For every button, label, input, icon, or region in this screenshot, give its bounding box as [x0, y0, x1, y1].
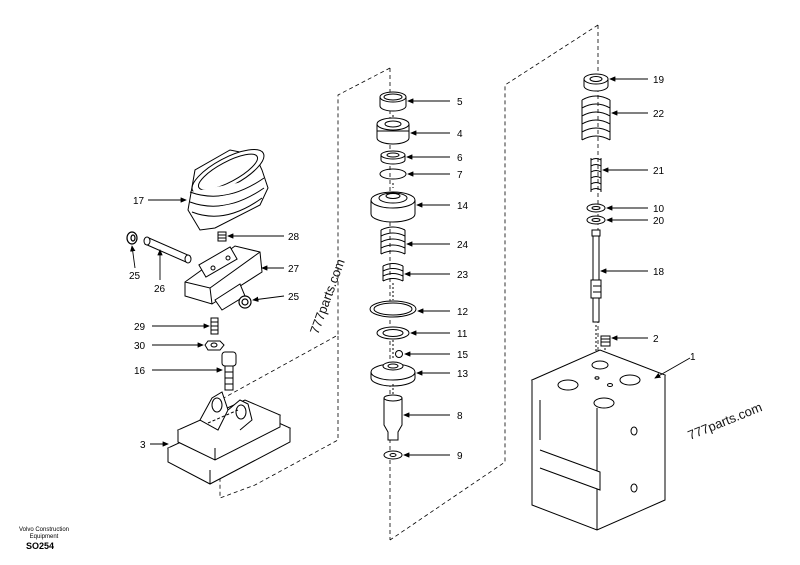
label-24: 24 — [457, 240, 469, 251]
label-16: 16 — [134, 366, 146, 377]
label-11: 11 — [457, 329, 468, 340]
brand-line-1: Volvo Construction — [18, 527, 70, 533]
rod-pin — [143, 236, 192, 264]
label-12: 12 — [457, 307, 469, 318]
label-20: 20 — [653, 216, 665, 227]
label-4: 4 — [457, 129, 463, 140]
label-7: 7 — [457, 170, 463, 181]
brand-text: Volvo Construction Equipment — [14, 527, 74, 541]
label-18: 18 — [653, 267, 665, 278]
label-28: 28 — [288, 232, 300, 243]
label-14: 14 — [457, 201, 469, 212]
base-plate — [166, 391, 292, 485]
label-6: 6 — [457, 153, 463, 164]
label-10: 10 — [653, 204, 665, 215]
nut-30 — [204, 340, 225, 351]
label-9: 9 — [457, 451, 463, 462]
label-13: 13 — [457, 369, 469, 380]
label-17: 17 — [133, 196, 145, 207]
label-25a: 25 — [129, 271, 141, 282]
label-15: 15 — [457, 350, 469, 361]
label-1: 1 — [690, 352, 696, 363]
ring-25b — [238, 295, 252, 309]
leader-lines — [130, 76, 691, 458]
middle-stack — [369, 91, 417, 460]
brand-line-2: Equipment — [29, 534, 59, 540]
label-23: 23 — [457, 270, 469, 281]
watermark-left: 777parts.com — [307, 257, 348, 336]
bolt-16 — [221, 351, 237, 391]
screw-28 — [217, 231, 227, 242]
label-22: 22 — [653, 109, 665, 120]
label-19: 19 — [653, 75, 665, 86]
label-26: 26 — [154, 284, 166, 295]
bellows-boot — [187, 149, 269, 231]
right-assembly — [530, 73, 667, 531]
ring-25a — [126, 231, 138, 245]
label-5: 5 — [457, 97, 463, 108]
label-27: 27 — [288, 264, 300, 275]
label-29: 29 — [134, 322, 146, 333]
label-8: 8 — [457, 411, 463, 422]
label-30: 30 — [134, 341, 146, 352]
diagram-code: SO254 — [26, 541, 55, 551]
label-3: 3 — [140, 440, 146, 451]
watermark-right: 777parts.com — [686, 399, 765, 442]
set-screw-29 — [210, 317, 219, 335]
label-25b: 25 — [288, 292, 300, 303]
label-21: 21 — [653, 166, 665, 177]
lever-bracket — [184, 245, 263, 311]
label-2: 2 — [653, 334, 659, 345]
part-labels: 5 4 6 7 14 24 23 12 11 15 13 8 9 19 22 2… — [129, 75, 696, 462]
